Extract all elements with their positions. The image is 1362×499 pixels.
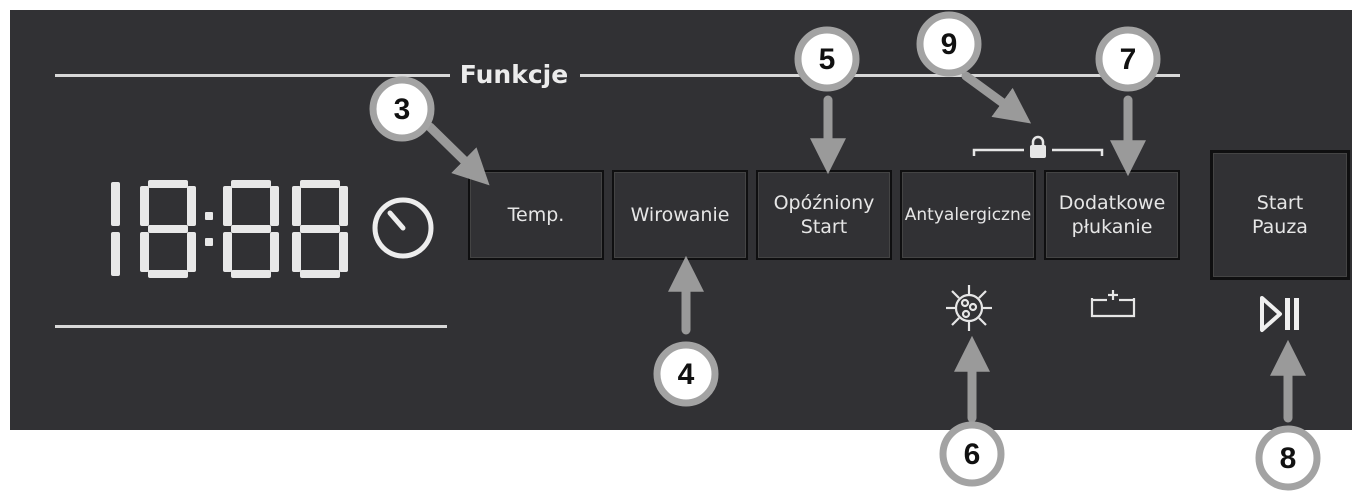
callout-8: 8 bbox=[1254, 424, 1322, 496]
svg-text:7: 7 bbox=[1120, 43, 1137, 76]
svg-text:5: 5 bbox=[819, 43, 836, 76]
funkcje-line-left bbox=[55, 74, 450, 77]
funkcje-line-right bbox=[580, 74, 1180, 77]
callout-7: 7 bbox=[1094, 25, 1162, 97]
callout-3: 3 bbox=[368, 75, 436, 147]
spin-button[interactable]: Wirowanie bbox=[612, 170, 748, 260]
antiallergy-icon bbox=[946, 285, 992, 331]
digit-8-a bbox=[140, 180, 196, 278]
callout-4: 4 bbox=[652, 340, 720, 412]
funkcje-label: Funkcje bbox=[459, 60, 569, 89]
digit-8-c bbox=[292, 180, 348, 278]
colon-top bbox=[205, 212, 213, 220]
svg-text:9: 9 bbox=[941, 28, 958, 61]
svg-text:3: 3 bbox=[394, 93, 411, 126]
extra-rinse-icon bbox=[1090, 290, 1136, 318]
clock-icon bbox=[372, 197, 434, 259]
digit-1-seg-bot-right bbox=[111, 232, 120, 276]
arrow-3 bbox=[425, 122, 490, 186]
svg-text:8: 8 bbox=[1280, 442, 1297, 475]
led-display bbox=[111, 180, 348, 278]
display-underline bbox=[55, 325, 447, 328]
callout-9: 9 bbox=[915, 10, 983, 82]
svg-text:4: 4 bbox=[678, 358, 695, 391]
svg-text:6: 6 bbox=[964, 438, 981, 471]
temp-button[interactable]: Temp. bbox=[468, 170, 604, 260]
digit-8-b bbox=[223, 180, 279, 278]
callout-5: 5 bbox=[793, 25, 861, 97]
digit-1-seg-top-right bbox=[111, 182, 120, 226]
play-pause-icon bbox=[1260, 296, 1299, 332]
child-lock-icon bbox=[972, 135, 1104, 158]
colon-bottom bbox=[205, 238, 213, 246]
antiallergy-button[interactable]: Antyalergiczne bbox=[900, 170, 1036, 260]
arrow-9 bbox=[961, 71, 1032, 124]
callout-6: 6 bbox=[938, 420, 1006, 492]
